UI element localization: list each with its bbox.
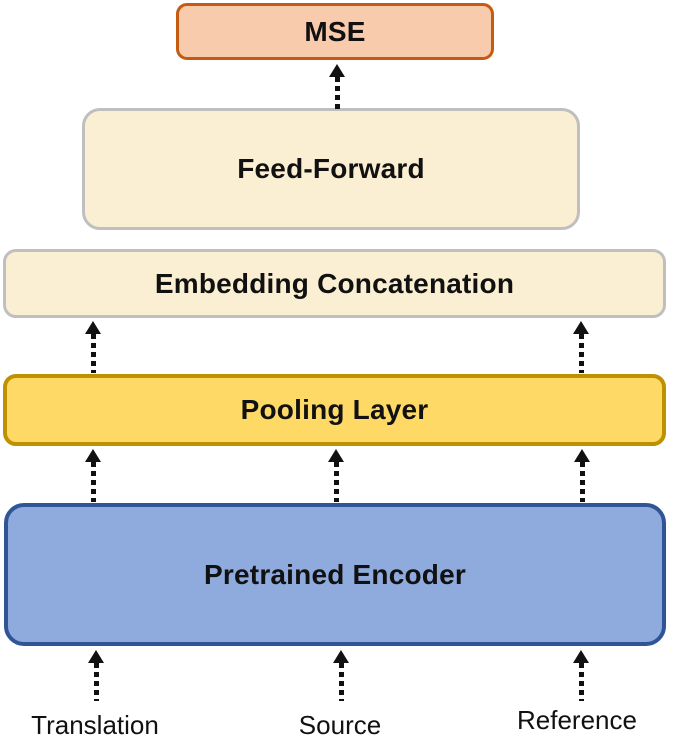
arrow-head-icon <box>574 449 590 462</box>
box-mse-label: MSE <box>304 15 366 47</box>
box-pretrained-encoder-label: Pretrained Encoder <box>204 558 466 590</box>
arrow-source-to-encoder <box>333 650 349 701</box>
arrow-shaft <box>334 77 340 109</box>
arrow-pooling-to-embedding-right <box>573 321 589 373</box>
arrow-encoder-to-pooling-right <box>574 449 590 502</box>
input-label-translation: Translation <box>31 710 159 740</box>
arrow-head-icon <box>328 449 344 462</box>
box-feed-forward: Feed-Forward <box>82 108 580 230</box>
arrow-head-icon <box>85 321 101 334</box>
arrow-reference-to-encoder <box>573 650 589 701</box>
box-pooling-layer-label: Pooling Layer <box>240 394 429 425</box>
arrow-head-icon <box>88 650 104 663</box>
arrow-shaft <box>90 334 96 373</box>
arrow-feedforward-to-mse <box>329 64 345 109</box>
arrow-shaft <box>578 334 584 373</box>
arrow-head-icon <box>333 650 349 663</box>
arrow-shaft <box>338 663 344 701</box>
box-mse: MSE <box>176 3 494 60</box>
box-embedding-concatenation: Embedding Concatenation <box>3 249 666 318</box>
arrow-head-icon <box>573 650 589 663</box>
arrow-head-icon <box>329 64 345 77</box>
box-pretrained-encoder: Pretrained Encoder <box>4 503 666 646</box>
arrow-translation-to-encoder <box>88 650 104 701</box>
arrow-shaft <box>578 663 584 701</box>
box-feed-forward-label: Feed-Forward <box>237 153 425 184</box>
arrow-shaft <box>579 462 585 502</box>
input-label-reference: Reference <box>517 705 637 735</box>
arrow-pooling-to-embedding-left <box>85 321 101 373</box>
box-embedding-concatenation-label: Embedding Concatenation <box>154 267 515 299</box>
arrow-shaft <box>90 462 96 502</box>
arrow-encoder-to-pooling-middle <box>328 449 344 502</box>
arrow-head-icon <box>85 449 101 462</box>
arrow-shaft <box>333 462 339 502</box>
input-label-source: Source <box>298 710 382 740</box>
arrow-encoder-to-pooling-left <box>85 449 101 502</box>
arrow-head-icon <box>573 321 589 334</box>
box-pooling-layer: Pooling Layer <box>3 374 666 446</box>
arrow-shaft <box>93 663 99 701</box>
